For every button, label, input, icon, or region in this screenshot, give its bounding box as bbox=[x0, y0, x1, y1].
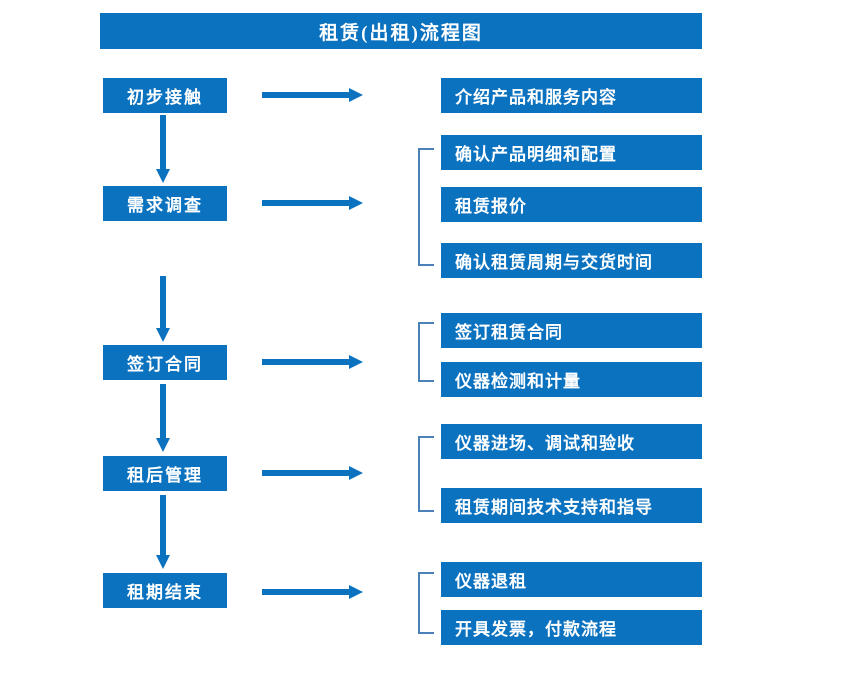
horizontal-arrow-icon-4 bbox=[262, 466, 363, 480]
detail-box-instrument-return[interactable]: 仪器退租 bbox=[441, 562, 702, 597]
detail-box-sign-lease-contract[interactable]: 签订租赁合同 bbox=[441, 313, 702, 348]
horizontal-arrow-icon-5 bbox=[262, 585, 363, 599]
detail-box-technical-support-guidance[interactable]: 租赁期间技术支持和指导 bbox=[441, 488, 702, 523]
detail-box-rental-quotation[interactable]: 租赁报价 bbox=[441, 187, 702, 222]
vertical-arrow-icon-2 bbox=[156, 276, 170, 342]
group-bracket-demand-survey bbox=[418, 148, 434, 266]
detail-box-instrument-inspection-metrology[interactable]: 仪器检测和计量 bbox=[441, 362, 702, 397]
stage-box-preliminary-contact[interactable]: 初步接触 bbox=[103, 78, 227, 113]
vertical-arrow-icon-1 bbox=[156, 115, 170, 183]
horizontal-arrow-icon-3 bbox=[262, 355, 363, 369]
vertical-arrow-icon-3 bbox=[156, 384, 170, 452]
stage-box-sign-contract[interactable]: 签订合同 bbox=[103, 345, 227, 380]
horizontal-arrow-icon-1 bbox=[262, 88, 363, 102]
page-title: 租赁(出租)流程图 bbox=[100, 13, 702, 49]
vertical-arrow-icon-4 bbox=[156, 495, 170, 569]
detail-box-invoice-payment-process[interactable]: 开具发票，付款流程 bbox=[441, 610, 702, 645]
group-bracket-lease-end bbox=[418, 572, 434, 634]
stage-box-demand-survey[interactable]: 需求调查 bbox=[103, 186, 227, 221]
detail-box-instrument-entry-commissioning-acceptance[interactable]: 仪器进场、调试和验收 bbox=[441, 424, 702, 459]
stage-box-post-rental-management[interactable]: 租后管理 bbox=[103, 456, 227, 491]
group-bracket-sign-contract bbox=[418, 322, 434, 382]
detail-box-introduce-products-services[interactable]: 介绍产品和服务内容 bbox=[441, 78, 702, 113]
stage-box-lease-end[interactable]: 租期结束 bbox=[103, 573, 227, 608]
detail-box-confirm-lease-period-delivery[interactable]: 确认租赁周期与交货时间 bbox=[441, 243, 702, 278]
detail-box-confirm-product-details-config[interactable]: 确认产品明细和配置 bbox=[441, 135, 702, 170]
horizontal-arrow-icon-2 bbox=[262, 196, 363, 210]
group-bracket-post-rental-management bbox=[418, 436, 434, 512]
